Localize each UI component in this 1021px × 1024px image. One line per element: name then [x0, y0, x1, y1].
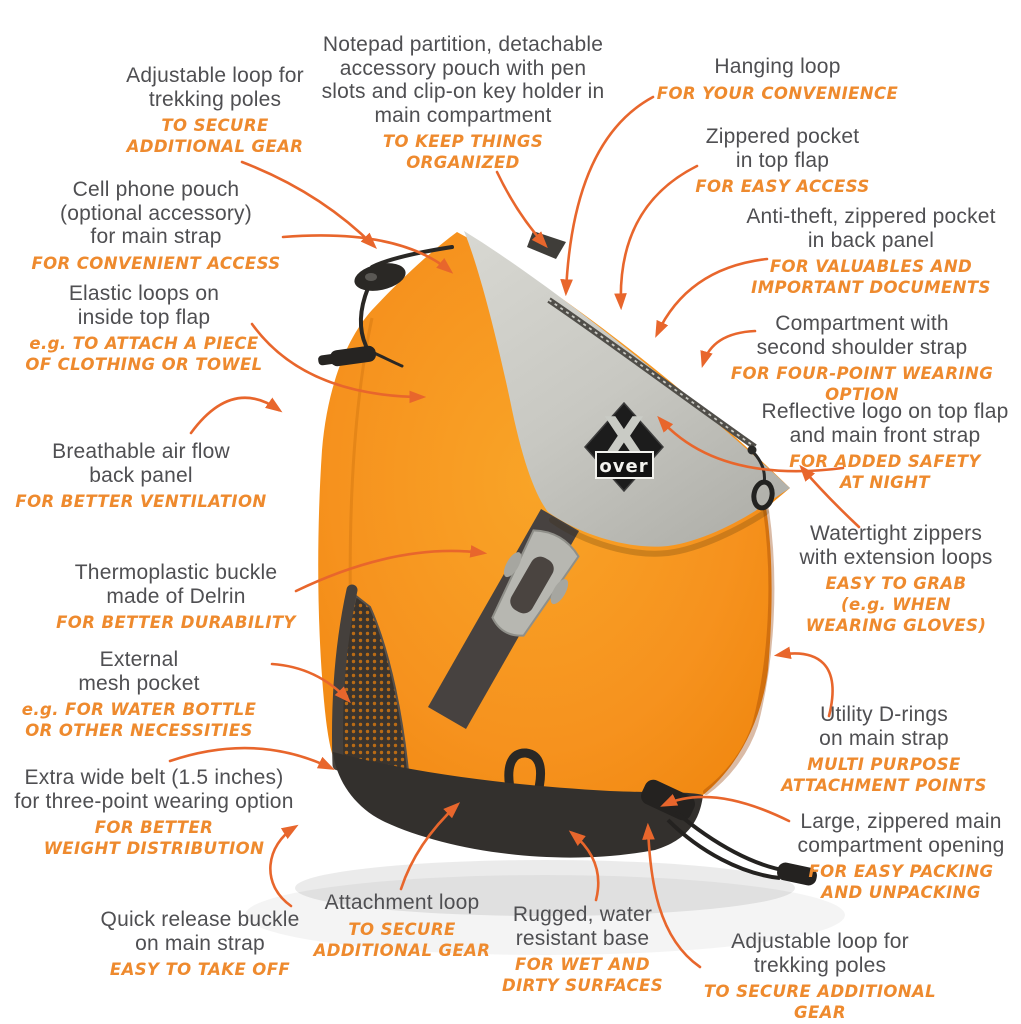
- feature-subtitle: FOR FOUR-POINT WEARING OPTION: [730, 364, 994, 405]
- arrow-cell-phone-pouch: [281, 234, 454, 274]
- feature-subtitle: EASY TO GRAB (e.g. WHEN WEARING GLOVES): [805, 574, 987, 636]
- feature-subtitle: FOR BETTER WEIGHT DISTRIBUTION: [43, 818, 265, 859]
- callout-external-mesh-pocket: External mesh pocket e.g. FOR WATER BOTT…: [14, 648, 264, 741]
- feature-title: Attachment loop: [324, 891, 480, 914]
- feature-title: Large, zippered main compartment opening: [797, 810, 1005, 857]
- arrow-large-zippered-opening: [660, 793, 791, 823]
- feature-title: Extra wide belt (1.5 inches) for three-p…: [14, 766, 294, 813]
- callout-adjustable-loop-bottom: Adjustable loop for trekking poles TO SE…: [690, 930, 950, 1023]
- flap-edge-shadow: [549, 509, 769, 557]
- callout-zippered-pocket-top-flap: Zippered pocket in top flap FOR EASY ACC…: [655, 125, 910, 197]
- callout-adjustable-loop-top: Adjustable loop for trekking poles TO SE…: [85, 64, 345, 157]
- callout-hanging-loop: Hanging loop FOR YOUR CONVENIENCE: [650, 55, 905, 104]
- feature-title: Reflective logo on top flap and main fro…: [761, 400, 1009, 447]
- cord-lock-top: [354, 263, 406, 291]
- thermoplastic-buckle-graphic: [491, 529, 580, 637]
- arrow-quick-release-buckle: [269, 824, 299, 908]
- arrow-breathable-back-panel: [189, 396, 283, 435]
- mesh-pocket-binding: [332, 584, 358, 771]
- arrow-anti-theft-pocket: [655, 257, 769, 338]
- feature-subtitle: EASY TO TAKE OFF: [109, 960, 291, 980]
- callout-extra-wide-belt: Extra wide belt (1.5 inches) for three-p…: [13, 766, 295, 859]
- feature-title: Rugged, water resistant base: [512, 903, 653, 950]
- arrow-zippered-pocket-top-flap: [614, 164, 699, 311]
- top-flap: [464, 231, 790, 547]
- arrow-adjustable-loop-bottom: [642, 822, 702, 969]
- feature-title: External mesh pocket: [78, 648, 200, 695]
- callout-rugged-base: Rugged, water resistant base FOR WET AND…: [460, 903, 705, 996]
- arrow-compartment-second-strap: [700, 329, 757, 369]
- attachment-loop-graphic: [504, 748, 546, 805]
- zipper-carabiner: [751, 479, 775, 511]
- zipper-slider: [747, 445, 757, 455]
- arrow-utility-d-rings: [773, 646, 834, 718]
- feature-subtitle: FOR BETTER DURABILITY: [56, 613, 296, 633]
- feature-title: Adjustable loop for trekking poles: [126, 64, 304, 111]
- callout-thermoplastic-buckle: Thermoplastic buckle made of Delrin FOR …: [50, 561, 302, 633]
- arrow-adjustable-loop-top: [240, 160, 377, 249]
- floor-reflection: [245, 860, 845, 955]
- feature-title: Zippered pocket in top flap: [705, 125, 860, 172]
- callout-cell-phone-pouch: Cell phone pouch (optional accessory) fo…: [30, 178, 282, 274]
- callout-attachment-loop: Attachment loop TO SECURE ADDITIONAL GEA…: [288, 891, 516, 961]
- flap-zipper: [547, 297, 775, 511]
- feature-title: Adjustable loop for trekking poles: [731, 930, 909, 977]
- feature-subtitle: e.g. FOR WATER BOTTLE OR OTHER NECESSITI…: [21, 700, 257, 741]
- arrow-extra-wide-belt: [168, 746, 335, 770]
- feature-subtitle: FOR BETTER VENTILATION: [15, 492, 267, 512]
- feature-subtitle: FOR VALUABLES AND IMPORTANT DOCUMENTS: [751, 257, 991, 298]
- feature-subtitle: FOR CONVENIENT ACCESS: [31, 253, 281, 273]
- callout-compartment-second-strap: Compartment with second shoulder strap F…: [706, 312, 1018, 405]
- callout-watertight-zippers: Watertight zippers with extension loops …: [770, 522, 1021, 636]
- feature-title: Notepad partition, detachable accessory …: [321, 33, 605, 127]
- callout-quick-release-buckle: Quick release buckle on main strap EASY …: [75, 908, 325, 980]
- feature-title: Thermoplastic buckle made of Delrin: [74, 561, 278, 608]
- feature-subtitle: FOR EASY PACKING AND UNPACKING: [808, 862, 994, 903]
- arrow-hanging-loop: [560, 95, 655, 297]
- callout-reflective-logo: Reflective logo on top flap and main fro…: [746, 400, 1021, 493]
- feature-subtitle: TO SECURE ADDITIONAL GEAR: [126, 116, 304, 157]
- feature-title: Compartment with second shoulder strap: [756, 312, 968, 359]
- callout-elastic-loops: Elastic loops on inside top flap e.g. TO…: [20, 282, 268, 375]
- feature-title: Breathable air flow back panel: [52, 440, 230, 487]
- arrow-elastic-loops: [250, 322, 427, 404]
- base-band: [333, 752, 703, 858]
- callout-notepad-partition: Notepad partition, detachable accessory …: [318, 33, 608, 173]
- feature-title: Utility D-rings on main strap: [819, 703, 949, 750]
- arrow-rugged-base: [568, 830, 600, 902]
- callout-utility-d-rings: Utility D-rings on main strap MULTI PURP…: [758, 703, 1010, 796]
- feature-title: Anti-theft, zippered pocket in back pane…: [746, 205, 996, 252]
- cord-lock-hole: [365, 273, 377, 281]
- callout-large-zippered-opening: Large, zippered main compartment opening…: [770, 810, 1021, 903]
- feature-subtitle: FOR YOUR CONVENIENCE: [656, 83, 899, 103]
- feature-subtitle: e.g. TO ATTACH A PIECE OF CLOTHING OR TO…: [25, 334, 263, 375]
- feature-subtitle: TO SECURE ADDITIONAL GEAR: [313, 919, 491, 960]
- feature-subtitle: FOR WET AND DIRTY SURFACES: [501, 955, 663, 996]
- callout-anti-theft-pocket: Anti-theft, zippered pocket in back pane…: [730, 205, 1012, 298]
- feature-title: Watertight zippers with extension loops: [799, 522, 993, 569]
- feature-subtitle: FOR EASY ACCESS: [695, 177, 870, 197]
- feature-subtitle: TO SECURE ADDITIONAL GEAR: [703, 982, 937, 1023]
- callout-breathable-back-panel: Breathable air flow back panel FOR BETTE…: [15, 440, 267, 512]
- feature-title: Quick release buckle on main strap: [100, 908, 300, 955]
- arrow-thermoplastic-buckle: [294, 545, 488, 593]
- cord-clip: [318, 345, 376, 367]
- feature-subtitle: MULTI PURPOSE ATTACHMENT POINTS: [781, 755, 987, 796]
- brand-logo: X over: [583, 401, 665, 493]
- feature-subtitle: TO KEEP THINGS ORGANIZED: [382, 132, 544, 173]
- feature-title: Hanging loop: [714, 55, 841, 78]
- arrow-watertight-zippers: [799, 464, 861, 529]
- arrow-external-mesh-pocket: [270, 662, 351, 704]
- logo-over: over: [599, 456, 648, 477]
- feature-title: Cell phone pouch (optional accessory) fo…: [60, 178, 252, 249]
- bag-right-edge-shade: [703, 507, 775, 795]
- arrow-attachment-loop: [399, 802, 461, 891]
- feature-title: Elastic loops on inside top flap: [68, 282, 220, 329]
- feature-subtitle: FOR ADDED SAFETY AT NIGHT: [789, 452, 981, 493]
- arrow-notepad-partition: [495, 170, 548, 249]
